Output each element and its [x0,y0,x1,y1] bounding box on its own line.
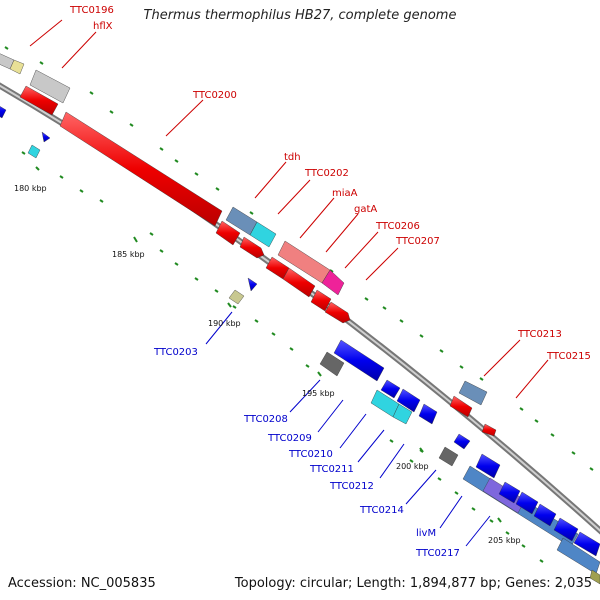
gene-red-d[interactable] [310,289,332,312]
kbp-labels: 180 kbp 185 kbp 190 kbp 195 kbp 200 kbp … [14,184,521,545]
label-gata[interactable]: gatA [354,204,377,215]
label-ttc0214[interactable]: TTC0214 [359,505,404,516]
gene-ttc0213[interactable] [458,380,488,406]
kbp-label-195: 195 kbp [302,389,335,398]
gene-ttc0200[interactable] [59,111,223,227]
gene-ttc0196b[interactable] [9,59,25,75]
label-ttc0210[interactable]: TTC0210 [288,449,333,460]
label-ttc0196[interactable]: TTC0196 [69,5,114,16]
map-title: Thermus thermophilus HB27, complete geno… [143,8,457,23]
backbone-inner [0,84,600,532]
label-ttc0212[interactable]: TTC0212 [329,481,374,492]
gene-olive-right[interactable] [589,569,600,585]
gene-red-b[interactable] [215,220,241,246]
gene-hflx[interactable] [29,69,71,104]
label-miaa[interactable]: miaA [332,188,358,199]
accession-text: Accession: NC_005835 [8,576,156,591]
label-ttc0203[interactable]: TTC0203 [153,347,198,358]
forward-genes [0,53,497,437]
label-ttc0211[interactable]: TTC0211 [309,464,354,475]
gene-ttc0203-blue[interactable] [247,277,258,292]
kbp-label-200: 200 kbp [396,462,429,471]
summary-text: Topology: circular; Length: 1,894,877 bp… [234,576,592,591]
gene-ttc0203[interactable] [228,289,245,305]
forward-labels: TTC0196 hflX TTC0200 tdh TTC0202 miaA ga… [69,5,591,362]
backbone-outer [0,82,600,535]
gene-ttc0212[interactable] [392,403,413,425]
label-livm[interactable]: livM [416,528,436,539]
gene-red-c[interactable] [239,236,265,259]
gene-blue-i[interactable] [453,433,471,450]
label-ttc0202[interactable]: TTC0202 [304,168,349,179]
label-ttc0213[interactable]: TTC0213 [517,329,562,340]
gene-red-f[interactable] [449,395,473,418]
kbp-label-190: 190 kbp [208,319,241,328]
kbp-ticks [35,166,502,523]
label-ttc0206[interactable]: TTC0206 [375,221,420,232]
label-ttc0200[interactable]: TTC0200 [192,90,237,101]
label-ttc0209[interactable]: TTC0209 [267,433,312,444]
gene-ttc0207[interactable] [282,267,316,298]
kbp-label-185: 185 kbp [112,250,145,259]
gene-gata[interactable] [321,269,345,296]
gene-red-a[interactable] [19,85,59,116]
label-hflx[interactable]: hflX [93,21,113,32]
gene-blue-left[interactable] [0,104,7,119]
kbp-label-205: 205 kbp [488,536,521,545]
reverse-genes [0,104,600,585]
reverse-labels: TTC0203 TTC0208 TTC0209 TTC0210 TTC0211 … [153,347,460,559]
gene-blue-n[interactable] [573,531,600,557]
gene-ttc0210[interactable] [380,379,401,399]
label-ttc0208[interactable]: TTC0208 [243,414,288,425]
label-leaders [29,19,549,547]
gene-livm[interactable] [475,453,501,479]
gene-blue-g[interactable] [396,388,421,413]
gene-blue-small[interactable] [41,131,51,143]
gene-blue-h[interactable] [418,403,438,425]
gc-tick-track [4,46,594,563]
kbp-label-180: 180 kbp [14,184,47,193]
gene-cyan-left[interactable] [27,144,41,159]
gene-ttc0208[interactable] [319,351,345,377]
gene-blue-j[interactable] [498,481,521,504]
label-ttc0215[interactable]: TTC0215 [546,351,591,362]
gene-blue-k[interactable] [515,491,539,515]
gene-ttc0215[interactable] [481,423,497,437]
gene-blue-l[interactable] [533,503,557,527]
label-tdh[interactable]: tdh [284,152,301,163]
gene-blue-m[interactable] [553,517,579,542]
label-ttc0217[interactable]: TTC0217 [415,548,460,559]
gene-ttc0214[interactable] [438,446,459,467]
label-ttc0207[interactable]: TTC0207 [395,236,440,247]
gene-red-e[interactable] [324,301,351,324]
gene-ttc0202[interactable] [249,221,277,248]
gene-ttc0209[interactable] [333,339,385,382]
